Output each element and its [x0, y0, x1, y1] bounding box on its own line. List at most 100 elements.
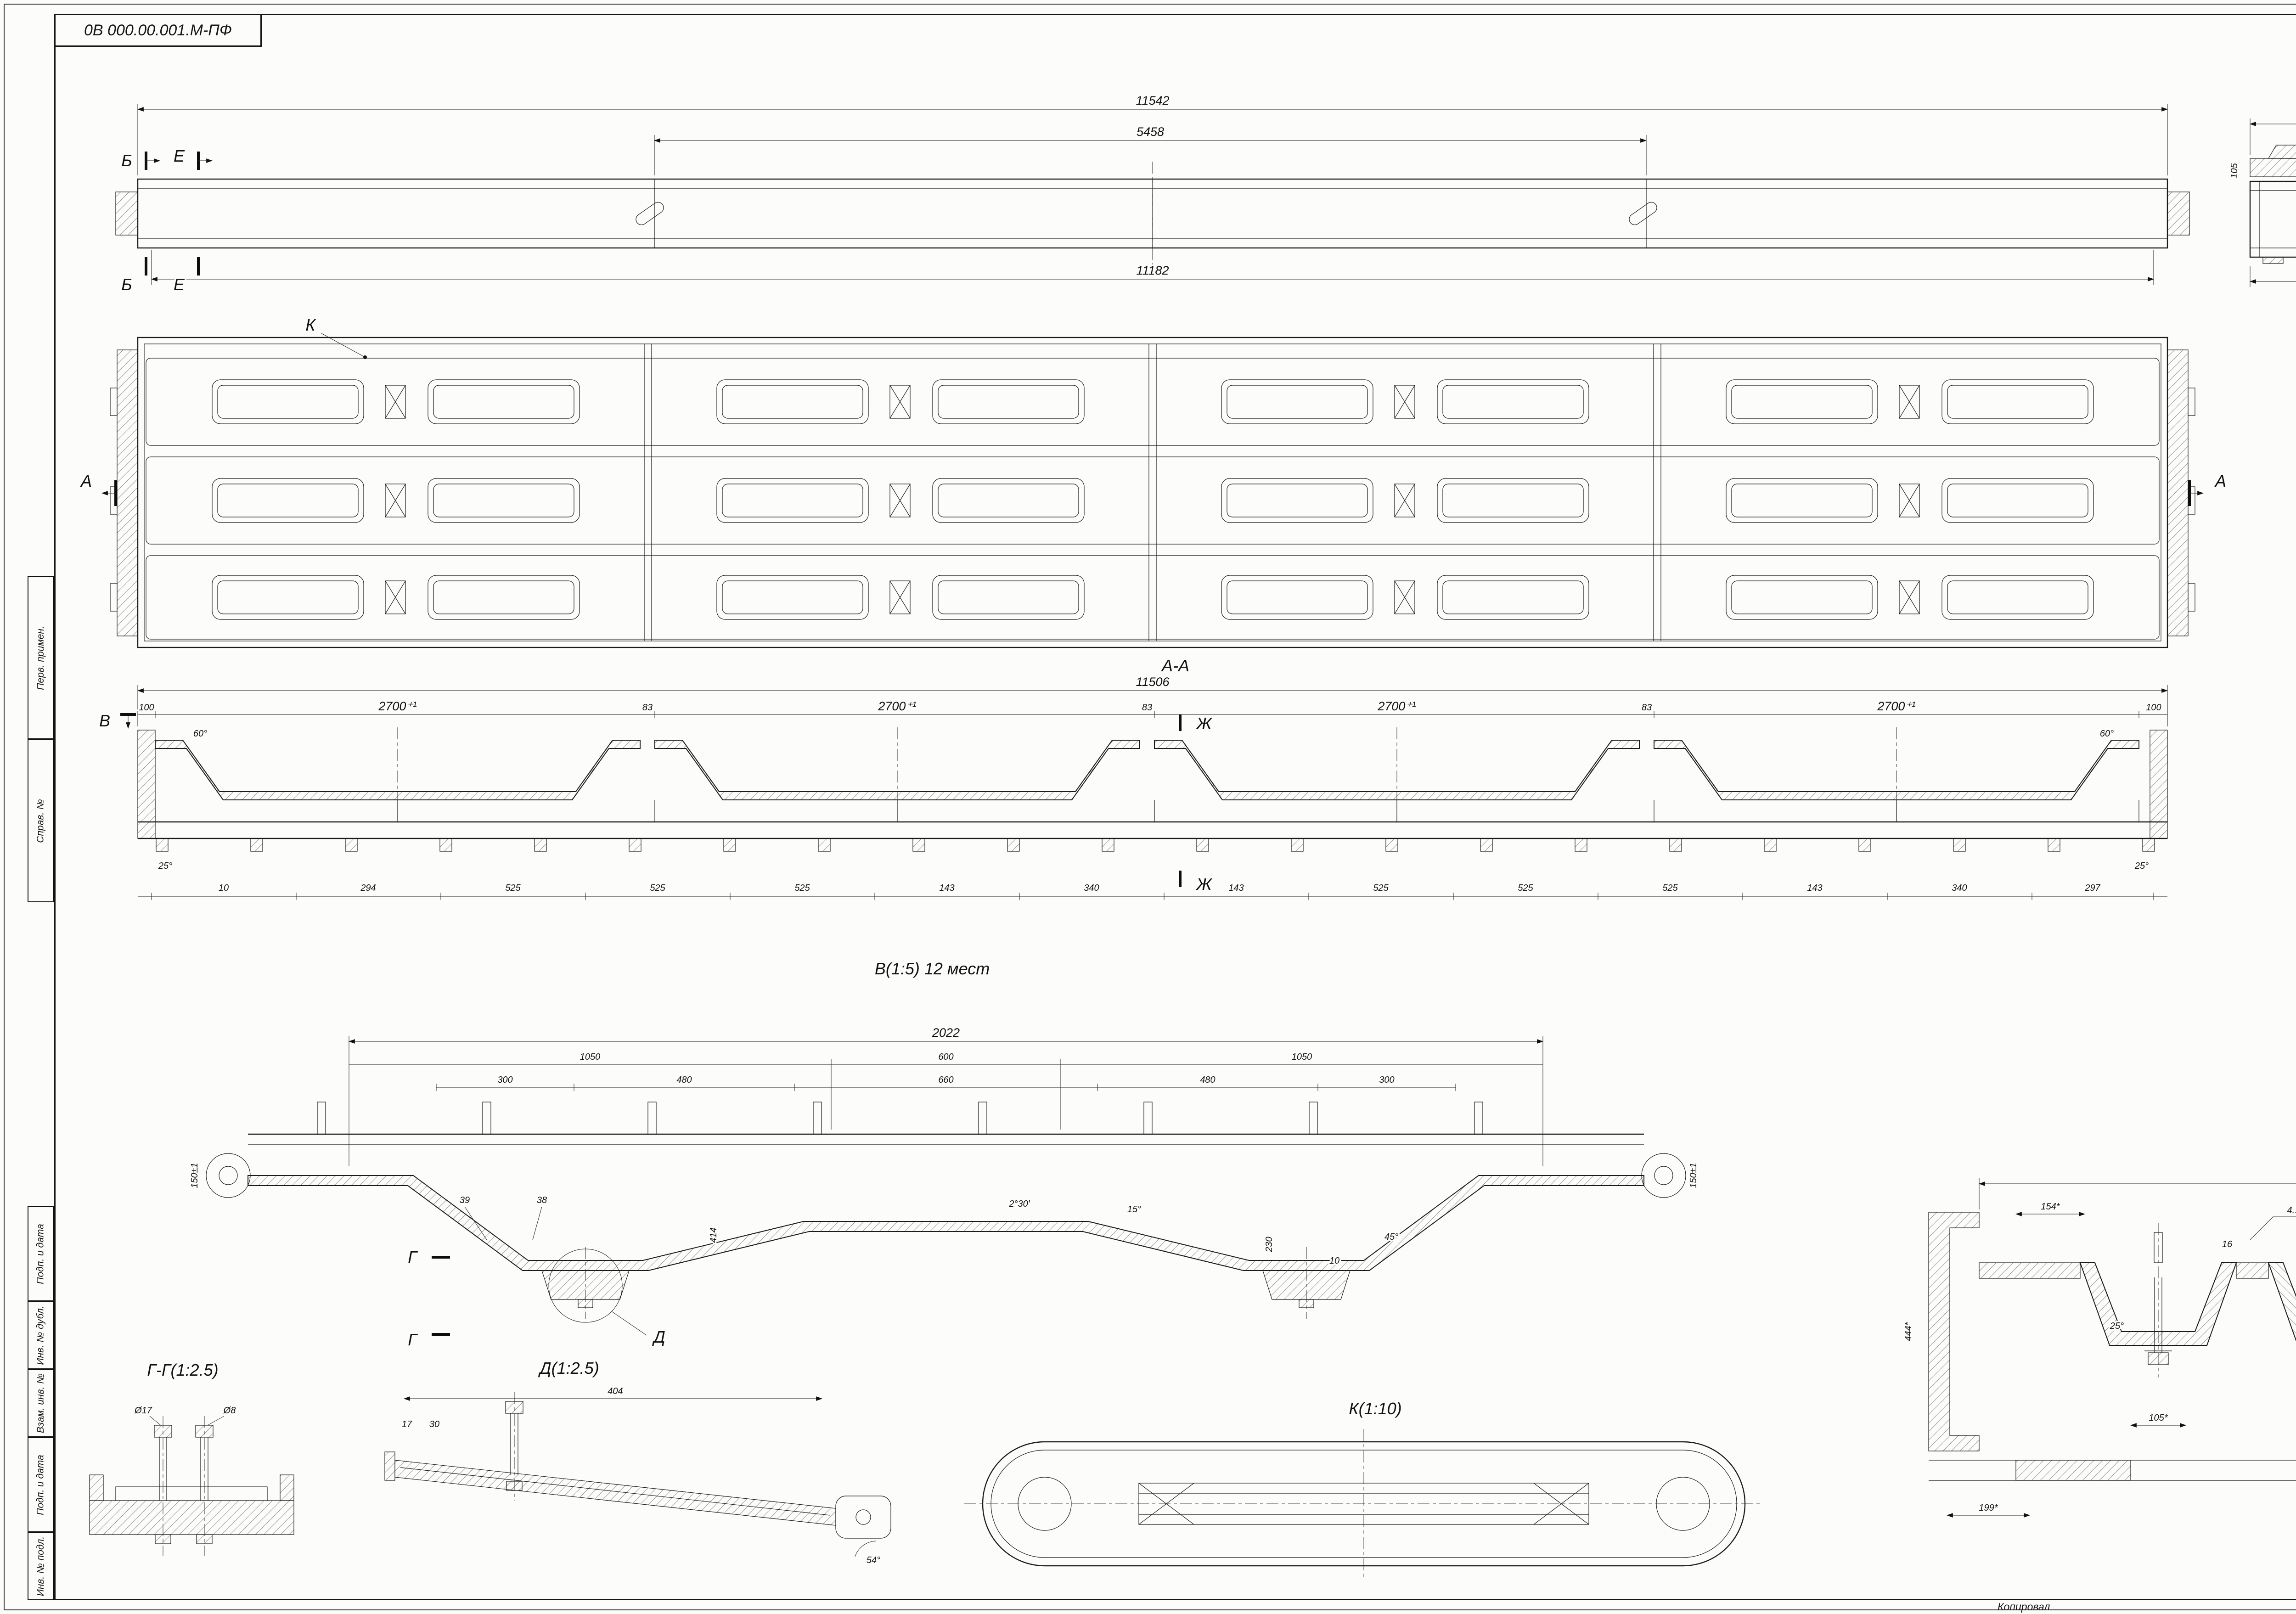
- margin-box-vzam-inv: Взам. инв. №: [28, 1369, 54, 1437]
- dim-label: 294: [360, 883, 376, 893]
- detail-callout-k: К: [305, 315, 316, 334]
- view-b12: В(1:5) 12 мест Г Г Д: [188, 958, 1700, 1351]
- margin-box-label: Инв. № дубл.: [35, 1305, 46, 1365]
- dim-label: Ø17: [134, 1406, 152, 1416]
- drawing-frame: [54, 14, 2296, 1600]
- dim-label: 60°: [2100, 729, 2114, 739]
- dim-label: 16: [2222, 1239, 2233, 1249]
- view-dd: Д(1:2.5) 404 17 30 54°: [384, 1357, 891, 1567]
- dim-label: 100: [2146, 703, 2161, 713]
- dim-label: 300: [497, 1075, 512, 1085]
- dim-label: 600: [938, 1052, 953, 1062]
- dim-label: 525: [505, 883, 521, 893]
- dim-label: 230: [1264, 1237, 1274, 1252]
- view-kk: К(1:10): [964, 1398, 1763, 1579]
- dim-label: 525: [1662, 883, 1678, 893]
- view-end-section: 1592 1576 105: [2228, 118, 2296, 287]
- margin-box-label: Подп. и дата: [35, 1454, 46, 1515]
- margin-box-sprav: Справ. №: [28, 739, 54, 902]
- margin-box-label: Подп. и дата: [35, 1223, 46, 1284]
- section-mark-letter: Г: [408, 1330, 418, 1349]
- dim-label: 660: [938, 1075, 953, 1085]
- margin-box-label: Справ. №: [35, 799, 46, 843]
- dim-label: 54°: [867, 1555, 880, 1565]
- dim-label: 11506: [1136, 675, 1170, 689]
- section-mark-letter: А: [2214, 472, 2226, 490]
- section-mark-letter: Б: [121, 275, 132, 294]
- dim-label: 2700⁺¹: [878, 699, 916, 713]
- dim-label: 1050: [580, 1052, 601, 1062]
- dim-label: 199*: [1979, 1503, 1998, 1513]
- dim-label: 404: [608, 1386, 623, 1396]
- dim-label: 480: [1200, 1075, 1215, 1085]
- view-label-b12: В(1:5) 12 мест: [875, 959, 990, 978]
- dim-label: 525: [1518, 883, 1533, 893]
- section-mark-letter: Е: [174, 146, 185, 165]
- dim-label: 2°30′: [1008, 1199, 1030, 1209]
- dim-label: 10: [219, 883, 229, 893]
- view-section-aa: А-А 11506 100 100 2700⁺¹ 2700⁺¹ 2700⁺¹ 2…: [97, 655, 2168, 900]
- corner-stamp: 0В 000.00.001.М-ПФ: [54, 14, 262, 47]
- dim-label: 11542: [1136, 94, 1169, 107]
- dim-label: 143: [1807, 883, 1822, 893]
- view-label-aa: А-А: [1161, 656, 1189, 675]
- dim-label: 5458: [1137, 125, 1164, 139]
- margin-box-perv-primen: Перв. примен.: [28, 576, 54, 739]
- dim-label: 143: [1228, 883, 1244, 893]
- view-label-dd: Д(1:2.5): [538, 1359, 599, 1378]
- dim-label: 83: [642, 703, 653, 713]
- dim-label: 83: [1142, 703, 1152, 713]
- dim-label: 480: [676, 1075, 692, 1085]
- dim-label: 300: [1379, 1075, 1394, 1085]
- dim-label: 2022: [932, 1026, 960, 1040]
- margin-box-label: Перв. примен.: [35, 625, 46, 690]
- dim-label: 2700⁺¹: [378, 699, 416, 713]
- dim-label: 105: [2229, 163, 2240, 178]
- dim-label: 154*: [2041, 1202, 2060, 1212]
- dim-label: 340: [1084, 883, 1099, 893]
- dim-label: 15°: [1127, 1204, 1141, 1215]
- corner-stamp-number: 0В 000.00.001.М-ПФ: [84, 21, 232, 39]
- dim-label: 525: [650, 883, 665, 893]
- dim-label: 525: [794, 883, 810, 893]
- dim-label: 60°: [193, 729, 207, 739]
- margin-box-podp-data-2: Подп. и дата: [28, 1437, 54, 1532]
- dim-label: 2700⁺¹: [1377, 699, 1416, 713]
- dim-label: 11182: [1136, 264, 1169, 277]
- section-mark-letter: В: [99, 711, 110, 730]
- dim-label: 38: [537, 1195, 547, 1205]
- margin-box-inv-podl: Инв. № подл.: [28, 1532, 54, 1600]
- dim-label: 2700⁺¹: [1877, 699, 1915, 713]
- weld-label: 4.14: [2287, 1205, 2296, 1215]
- view-label-gg: Г-Г(1:2.5): [147, 1361, 218, 1379]
- dim-label: Ø8: [223, 1406, 236, 1416]
- section-mark-letter: Г: [408, 1248, 418, 1266]
- margin-box-label: Взам. инв. №: [35, 1373, 46, 1433]
- dim-label: 25°: [2110, 1321, 2124, 1331]
- view-label-kk: К(1:10): [1349, 1399, 1401, 1418]
- view-plan: К А А: [78, 314, 2228, 648]
- dim-label: 150±1: [1688, 1163, 1699, 1188]
- dim-label: 150±1: [190, 1163, 200, 1188]
- dim-label: 39: [460, 1195, 470, 1205]
- dim-label: 297: [2084, 883, 2100, 893]
- dim-label: 83: [1642, 703, 1652, 713]
- section-mark-letter: А: [80, 472, 92, 490]
- margin-box-inv-dubl: Инв. № дубл.: [28, 1301, 54, 1369]
- view-top-elevation: 11542 5458 11182 Б Е Б Е: [115, 92, 2190, 296]
- dim-label: 45°: [1384, 1232, 1398, 1242]
- section-mark-letter: Ж: [1195, 875, 1212, 894]
- dim-label: 143: [939, 883, 954, 893]
- sheet-edge: [4, 4, 2296, 1610]
- dim-label: 444*: [1903, 1322, 1913, 1341]
- view-section-ee: Е-Е(1:5) 1576 154* 4.14 4.14 1: [1902, 1178, 2296, 1518]
- section-mark-letter: Ж: [1195, 714, 1212, 733]
- dim-label: 414: [709, 1227, 719, 1243]
- dim-label: 17: [402, 1419, 412, 1429]
- section-mark-letter: Е: [174, 275, 185, 294]
- view-gg: Г-Г(1:2.5) Ø17 Ø8: [89, 1359, 294, 1556]
- dim-label: 30: [429, 1419, 439, 1429]
- dim-label: 340: [1952, 883, 1967, 893]
